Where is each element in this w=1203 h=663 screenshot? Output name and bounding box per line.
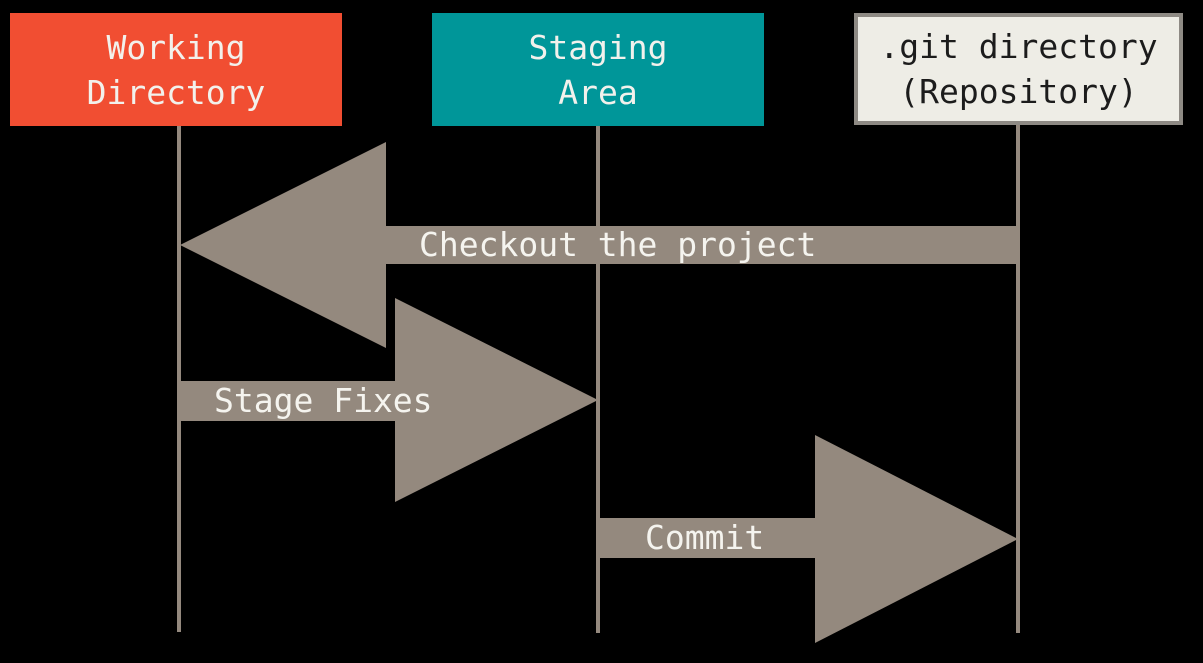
working-directory-lifeline [177,126,181,632]
stage-fixes-arrow-shaft [177,381,395,421]
staging-area-label-line2: Area [558,72,638,112]
working-directory-label-line1: Working [106,27,246,67]
checkout-arrow-shaft [386,226,1018,264]
git-directory-lifeline [1016,125,1020,633]
staging-area-label-line1: Staging [528,27,668,67]
checkout-arrow-label: Checkout the project [419,225,817,264]
checkout-arrowhead-left-icon [180,142,386,348]
commit-arrowhead-right-icon [815,435,1018,643]
working-directory-box: Working Directory [10,13,342,126]
working-directory-label-line2: Directory [86,72,266,112]
stage-fixes-arrowhead-right-icon [395,298,598,502]
commit-arrow-label: Commit [645,518,765,557]
stage-fixes-arrow-label: Stage Fixes [214,381,433,420]
git-directory-label-line2: (Repository) [899,72,1138,111]
git-directory-box: .git directory (Repository) [854,13,1183,125]
git-directory-label-line1: .git directory [879,27,1158,66]
staging-area-lifeline [596,126,600,633]
commit-arrow-shaft [598,518,815,558]
staging-area-box: Staging Area [432,13,764,126]
